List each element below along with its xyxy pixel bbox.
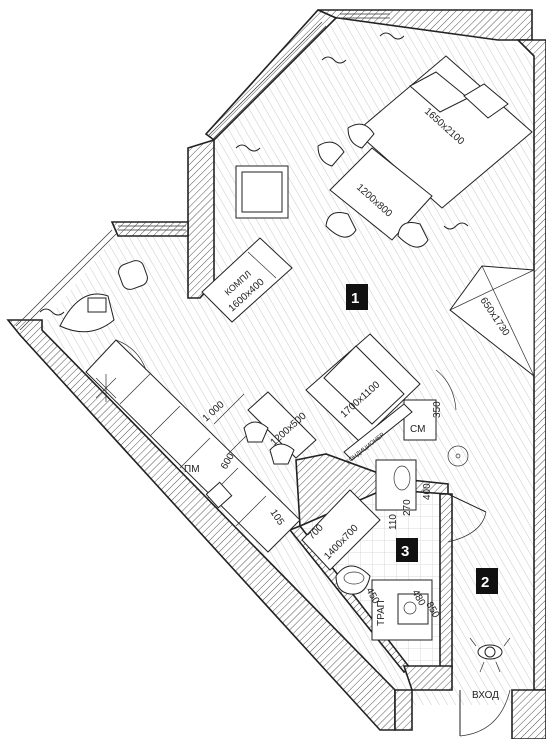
bathroom-door (447, 493, 487, 543)
curtains (39, 32, 469, 316)
dim-350: 350 (432, 401, 443, 418)
person-figure (469, 637, 511, 673)
washer-label: СМ (410, 424, 425, 435)
toilet-block (375, 459, 417, 511)
svg-text:3: 3 (401, 543, 409, 560)
work-corner (59, 260, 148, 333)
dishwasher-label: ПМ (184, 464, 200, 475)
kitchen: ПМ (85, 339, 301, 553)
room-3-tag: 3 (396, 538, 418, 562)
sink (335, 565, 371, 595)
closet: 650x1730 (449, 265, 535, 378)
bar-stools (243, 421, 295, 465)
room-2-tag: 2 (476, 568, 498, 594)
trap-label: ТРАП (376, 600, 387, 626)
dim-270: 270 (402, 499, 413, 516)
room-1-tag: 1 (346, 284, 368, 310)
entrance-label: ВХОД (472, 690, 499, 701)
armchair (235, 165, 289, 219)
svg-text:1: 1 (351, 290, 359, 307)
shower-tray: ТРАП (371, 579, 433, 641)
windows (15, 13, 390, 331)
svg-text:2: 2 (481, 574, 489, 591)
dim-110: 110 (388, 514, 399, 530)
entrance-door: ВХОД (459, 689, 511, 737)
dim-400: 400 (422, 483, 433, 500)
sofa: 1700x1100 (305, 333, 421, 443)
dining-table: 1200x800 (317, 123, 433, 248)
coffee-table: 1200x500 (247, 391, 317, 459)
